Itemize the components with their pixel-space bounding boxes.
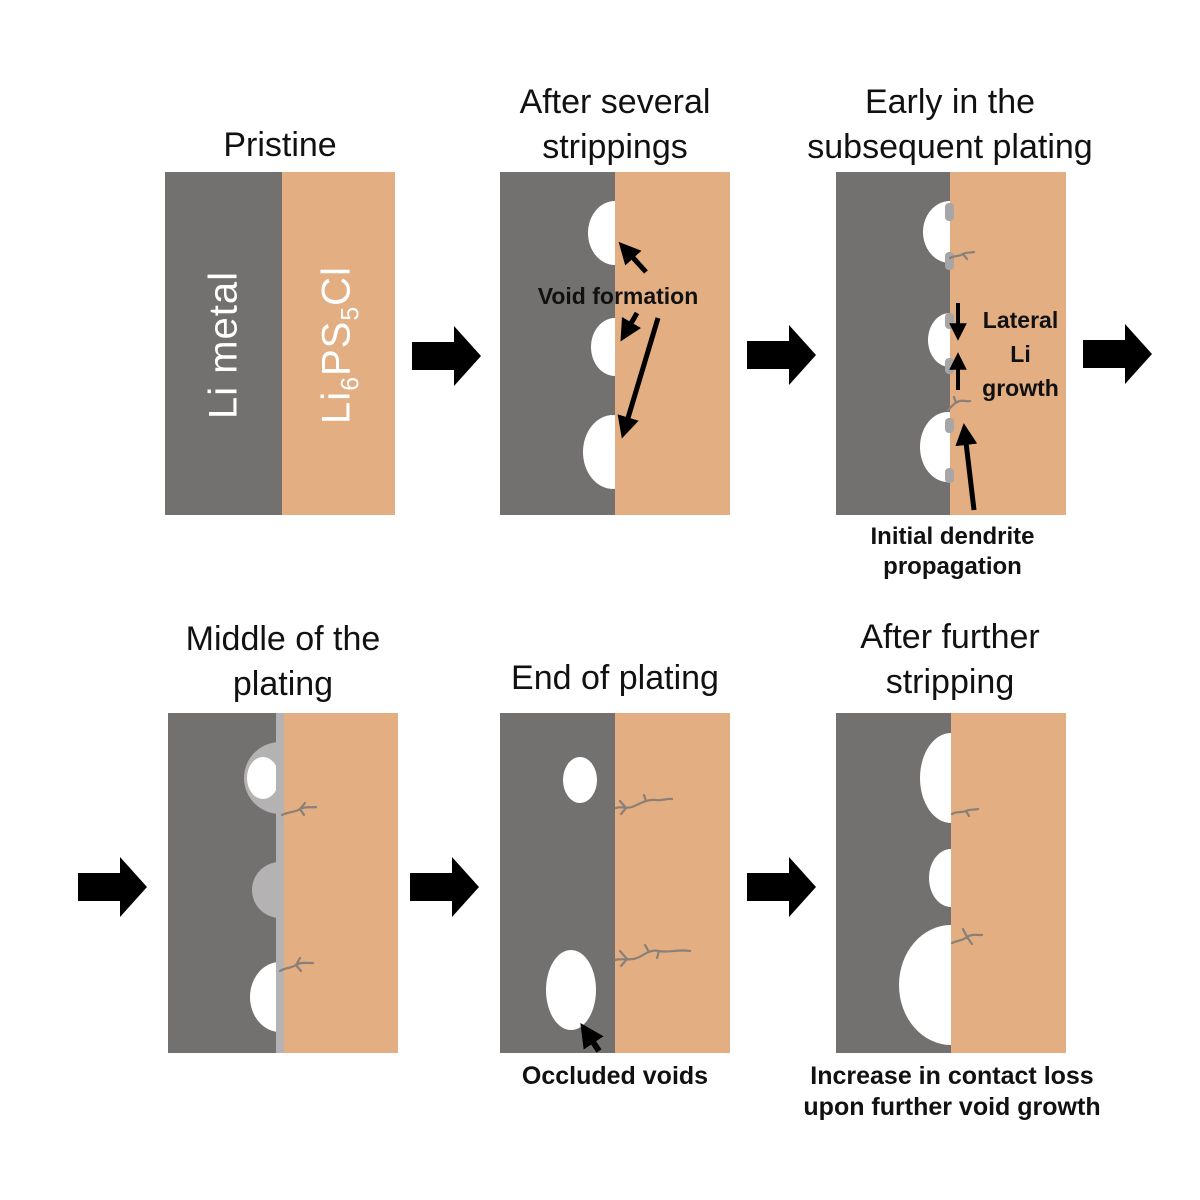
dendrite-pointer-arrow xyxy=(955,423,978,511)
panel-title-early-subsequent-plating: Early in the subsequent plating xyxy=(807,83,1093,166)
end-plating-graphic xyxy=(500,713,730,1053)
void-top xyxy=(920,733,951,823)
dendrite xyxy=(278,956,315,973)
electrolyte-label-part: PS xyxy=(314,320,359,376)
right-arrow-icon xyxy=(410,857,479,917)
panel-title-after-further-stripping: After further stripping xyxy=(860,618,1040,701)
flow-arrow-2 xyxy=(747,324,817,391)
li-deposit xyxy=(945,203,954,221)
right-arrow-icon xyxy=(747,325,816,385)
flow-arrow-5 xyxy=(410,856,480,923)
electrolyte-layer xyxy=(284,713,398,1053)
void-pointer-arrow-top xyxy=(618,241,648,274)
occluded-voids-caption: Occluded voids xyxy=(521,1062,709,1090)
electrolyte-label: Li6PS5Cl xyxy=(315,266,366,424)
void-bottom xyxy=(920,412,950,482)
occluded-void-small xyxy=(563,757,597,803)
dendrite xyxy=(948,250,976,261)
li-metal-layer xyxy=(165,172,282,515)
flow-arrow-3 xyxy=(1083,323,1153,390)
dendrite xyxy=(614,793,674,816)
panel-end-of-plating xyxy=(500,713,730,1053)
contact-loss-caption: Increase in contact loss upon further vo… xyxy=(803,1062,1101,1121)
electrolyte-label-part: Li xyxy=(314,390,359,424)
void-top xyxy=(923,201,950,263)
electrolyte-label-sub: 5 xyxy=(337,305,365,321)
dendrite xyxy=(950,807,980,818)
flow-arrow-1 xyxy=(412,325,482,392)
early-plating-graphic xyxy=(836,172,1066,515)
void-bottom xyxy=(250,962,280,1032)
panel-pristine xyxy=(165,172,395,515)
plated-void-filled-middle xyxy=(252,862,280,918)
flow-arrow-6 xyxy=(747,856,817,923)
panel-after-several-strippings xyxy=(500,172,730,515)
li-deposit xyxy=(945,313,954,329)
initial-dendrite-caption: Initial dendrite propagation xyxy=(870,523,1035,580)
li-deposit xyxy=(945,252,954,270)
void-top xyxy=(588,201,615,265)
void-top-remnant xyxy=(247,757,279,799)
panel-title-end-of-plating: End of plating xyxy=(511,659,719,697)
electrolyte-layer xyxy=(951,713,1066,1053)
panel-title-middle-of-plating: Middle of the plating xyxy=(185,620,381,703)
electrolyte-label-part: Cl xyxy=(314,266,359,306)
panel-title-after-several-strippings: After several strippings xyxy=(519,83,711,166)
pristine-graphic xyxy=(165,172,395,515)
lateral-li-growth-label: Lateral Li growth xyxy=(982,307,1059,401)
panel-early-subsequent-plating xyxy=(836,172,1066,515)
electrolyte-label-sub: 6 xyxy=(337,376,365,391)
flow-arrow-4 xyxy=(78,856,148,923)
void-formation-label: Void formation xyxy=(537,283,699,309)
void-middle xyxy=(591,318,615,376)
electrolyte-layer xyxy=(282,172,395,515)
middle-plating-graphic xyxy=(168,713,398,1053)
panel-title-pristine: Pristine xyxy=(223,126,337,164)
li-deposit xyxy=(945,358,954,374)
li-deposit xyxy=(945,468,954,483)
void-pointer-arrow-bottom xyxy=(617,317,661,439)
dendrite xyxy=(946,395,972,412)
occluded-void-pointer-arrow xyxy=(580,1023,604,1053)
void-middle xyxy=(929,849,951,907)
dendrite xyxy=(950,927,984,946)
dendrite xyxy=(613,943,692,968)
right-arrow-icon xyxy=(412,326,481,386)
void-bottom xyxy=(899,925,951,1045)
further-stripping-graphic xyxy=(836,713,1066,1053)
panel-after-further-stripping xyxy=(836,713,1066,1053)
occluded-void-large xyxy=(546,950,596,1030)
right-arrow-icon xyxy=(747,857,816,917)
li-deposit xyxy=(945,418,954,433)
right-arrow-icon xyxy=(1083,324,1152,384)
dendrite xyxy=(280,801,318,817)
void-pointer-arrow-middle xyxy=(620,311,642,342)
void-bottom xyxy=(583,415,615,489)
stripping-graphic xyxy=(500,172,730,515)
void-middle xyxy=(928,313,950,367)
panel-middle-of-plating xyxy=(168,713,398,1053)
right-arrow-icon xyxy=(78,857,147,917)
li-metal-label: Li metal xyxy=(201,270,246,420)
electrolyte-layer xyxy=(615,172,730,515)
electrolyte-layer xyxy=(615,713,730,1053)
plated-li-interface-layer xyxy=(276,713,284,1053)
